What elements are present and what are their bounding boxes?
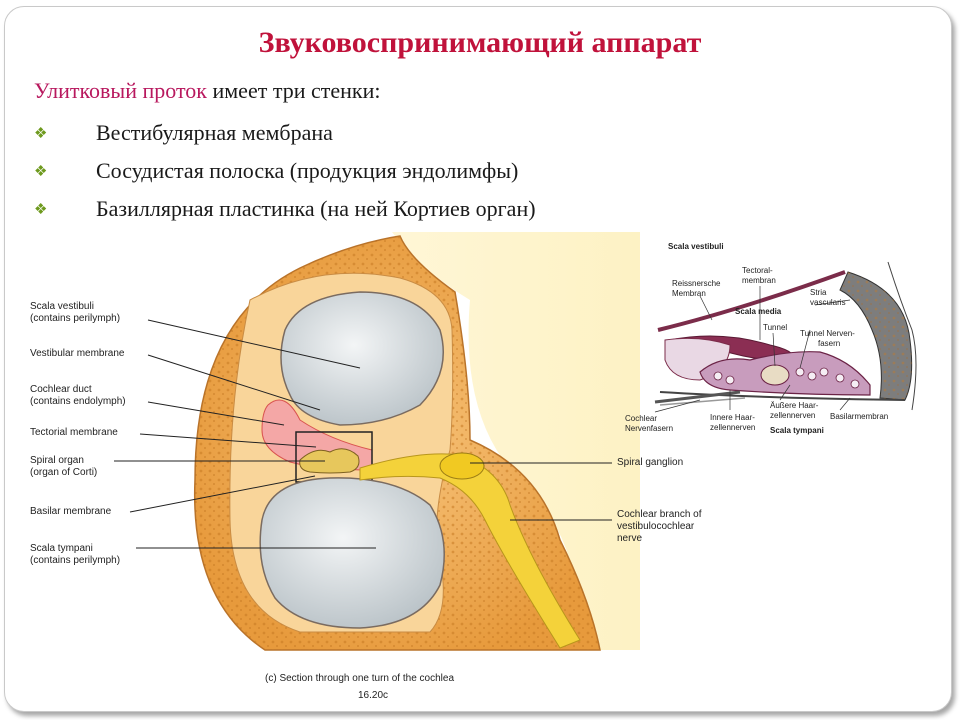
scala-vestibuli-cavity (280, 291, 444, 426)
label-contains-perilymph-2: (contains perilymph) (30, 555, 121, 566)
diamond-bullet-icon: ❖ (34, 164, 48, 180)
label-vestibulocochlear: vestibulocochlear (617, 521, 695, 532)
rlabel-stria: Stria (810, 288, 827, 297)
label-tectorial-membrane: Tectorial membrane (30, 427, 118, 438)
right-leader-lines (654, 286, 851, 413)
label-cochlear-branch: Cochlear branch of (617, 509, 702, 520)
scala-tympani-cavity (259, 477, 445, 629)
background-tissue (392, 232, 640, 650)
rlabel-reissnersche: Reissnersche (672, 279, 721, 288)
tunnel (760, 364, 790, 386)
rlabel-scala-media: Scala media (735, 307, 782, 316)
rlabel-cochlear: Cochlear (625, 414, 658, 423)
rlabel-tunnel-nerven: Tunnel Nerven- (800, 329, 855, 338)
rlabel-nervenfasern: Nervenfasern (625, 424, 674, 433)
bullet-text: Сосудистая полоска (продукция эндолимфы) (96, 158, 519, 183)
rlabel-membran-2: Membran (672, 289, 706, 298)
basilar-membrane (659, 391, 906, 401)
spiral-organ (299, 448, 360, 474)
intro-highlight: Улитковый проток (34, 78, 207, 103)
label-contains-endolymph: (contains endolymph) (30, 396, 126, 407)
label-scala-vestibuli: Scala vestibuli (30, 301, 94, 312)
label-basilar-membrane: Basilar membrane (30, 506, 112, 517)
figure-caption: (c) Section through one turn of the coch… (265, 673, 455, 684)
slide-title: Звуковоспринимающий аппарат (258, 26, 702, 59)
rlabel-vascularis: vascularis (810, 298, 846, 307)
spiral-ganglion (439, 452, 485, 480)
bullet-text: Вестибулярная мембрана (96, 120, 333, 145)
diamond-bullet-icon: ❖ (34, 126, 48, 142)
rlabel-membran: membran (742, 276, 776, 285)
rlabel-scala-vestibuli: Scala vestibuli (668, 242, 724, 251)
label-spiral-organ: Spiral organ (30, 455, 84, 466)
intro-rest: имеет три стенки: (206, 78, 381, 103)
left-leader-lines (114, 319, 612, 549)
rlabel-zellennerven: zellennerven (710, 423, 756, 432)
label-nerve: nerve (617, 533, 643, 544)
reissner-membrane (657, 270, 846, 332)
rlabel-innere: Innere Haar- (710, 413, 755, 422)
cochlear-nerve-fibers (654, 390, 741, 404)
label-vestibular-membrane: Vestibular membrane (30, 348, 125, 359)
bullet-text: Базиллярная пластинка (на ней Кортиев ор… (96, 196, 536, 221)
label-contains-perilymph: (contains perilymph) (30, 313, 121, 324)
label-cochlear-duct: Cochlear duct (30, 384, 92, 395)
label-scala-tympani: Scala tympani (30, 543, 93, 554)
rlabel-tunnel: Tunnel (763, 323, 788, 332)
label-spiral-ganglion: Spiral ganglion (617, 457, 684, 468)
rlabel-zellennerven-2: zellennerven (770, 411, 816, 420)
intro-line: Улитковый проток имеет три стенки: (34, 78, 380, 104)
rlabel-aussere: Äußere Haar- (770, 401, 819, 410)
rlabel-fasern: fasern (818, 339, 841, 348)
rlabel-basilarmembran: Basilarmembran (830, 412, 889, 421)
rlabel-tectoral: Tectoral- (742, 266, 773, 275)
figure-number: 16.20c (358, 690, 389, 701)
label-organ-of-corti: (organ of Corti) (30, 467, 98, 478)
rlabel-scala-tympani: Scala tympani (770, 426, 824, 435)
diamond-bullet-icon: ❖ (34, 202, 48, 218)
